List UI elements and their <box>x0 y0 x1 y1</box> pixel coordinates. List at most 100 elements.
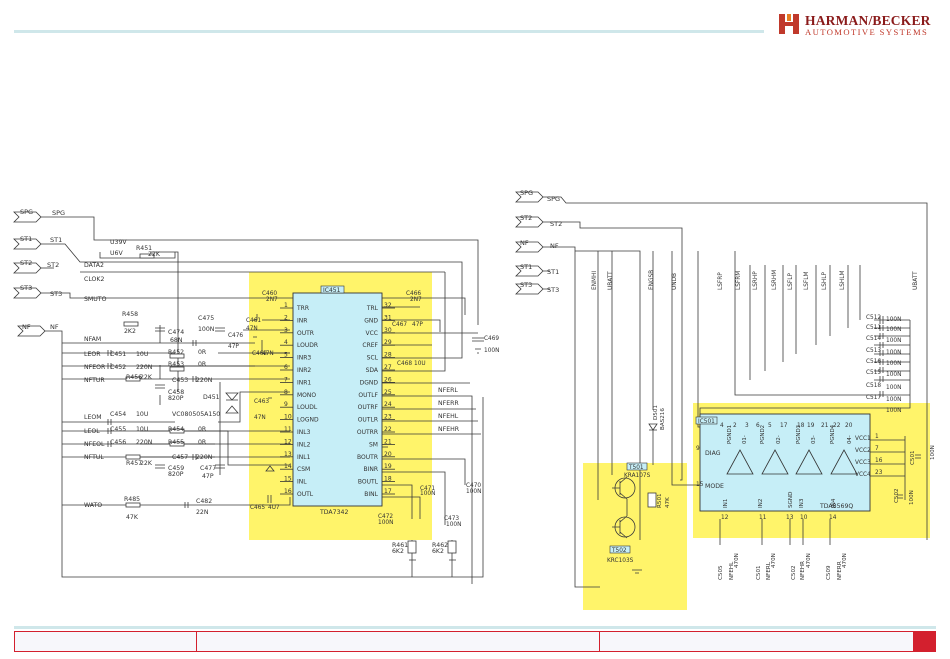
conn-label-st2: ST2 <box>520 214 532 222</box>
ic-cap-ref: C468 <box>397 361 412 367</box>
ic-cap-ref: C467 <box>392 322 407 328</box>
left-wires <box>13 211 484 584</box>
pull-res-ref: R461 <box>392 542 408 549</box>
ic501-top-label: 01- <box>742 435 748 444</box>
t501-ref-box <box>626 462 648 471</box>
ic451-pin-name: INR3 <box>297 355 311 362</box>
vertical-net-label: LSHLM <box>840 271 846 291</box>
ic451-pin-name: TRR <box>296 305 309 312</box>
ic451-pin-number: 32 <box>384 302 392 309</box>
conn-label-spg: SPG <box>520 189 533 197</box>
ic451-pin-name: BINL <box>364 491 378 498</box>
ic451-pin-name: SCL <box>367 355 379 362</box>
bypass-cap-value: 100N <box>886 385 901 391</box>
capacitor-value: 220N <box>196 454 213 461</box>
ic451-pin-name: OUTRF <box>358 404 379 411</box>
ic451-pin-number: 17 <box>384 488 392 495</box>
ic501-mode: MODE <box>705 483 724 490</box>
bypass-cap-ref: C512 <box>866 315 881 321</box>
capacitor-value: 10U <box>136 351 148 358</box>
ic501-in-label: IN4 <box>831 498 837 508</box>
ic451-pin-number: 13 <box>284 451 292 458</box>
capacitor-value: 68N <box>170 337 183 344</box>
net-nfeor: NFEOR <box>84 364 106 371</box>
ic451-pin-name: BOUTL <box>358 479 379 486</box>
vertical-net-label: UNDB <box>672 273 678 290</box>
ic451-pin-name: INL3 <box>297 429 311 436</box>
resistor-value: 0R <box>198 349 207 356</box>
c502-ref: C502 <box>894 488 900 503</box>
ic451-pin-name: OUTLR <box>358 417 378 424</box>
bypass-cap-value: 100N <box>886 327 901 333</box>
ic501-top-label: PGND4 <box>830 424 836 444</box>
footer-cell-1 <box>15 632 197 651</box>
bottom-cap-value: 470N <box>842 553 848 568</box>
footer-bar <box>14 631 936 652</box>
ic451-pin-name: LOUDL <box>297 404 318 411</box>
ic-cap-value: 47N <box>262 351 274 357</box>
ic451-pin-number: 16 <box>284 488 292 495</box>
ic451-pin-number: 31 <box>384 314 392 321</box>
ic-cap-ref: C465 <box>250 505 265 511</box>
ic501-body <box>699 413 871 512</box>
net-st2: ST2 <box>550 220 562 228</box>
r501-value: 47K <box>665 497 671 508</box>
capacitor-ref: C456 <box>110 439 126 446</box>
ic-cap-value: 47N <box>246 326 258 332</box>
ic501-mode-pin: 15 <box>696 482 704 488</box>
ic451-pin-name: INL <box>297 479 307 486</box>
net-leor: LEOR <box>84 351 101 358</box>
bottom-net-label: NFERL <box>766 561 772 580</box>
ic451-pin-number: 26 <box>384 376 392 383</box>
ic451-pin-name: VCC <box>366 330 378 337</box>
ic451-pin-name: MONO <box>297 392 316 399</box>
resistor-value: 2K2 <box>124 328 136 335</box>
bottom-net-label: C509 <box>826 565 832 580</box>
c502-value: 100N <box>909 490 915 505</box>
ic501-in-pin: 10 <box>800 515 808 521</box>
ic451-pin-number: 5 <box>284 352 288 359</box>
ic451-pin-name: OUTR <box>297 330 314 337</box>
pull-res-value: 6K2 <box>392 548 404 555</box>
t502-val: KRC103S <box>607 558 634 564</box>
ic451-pin-name: INR1 <box>297 379 311 386</box>
net-leom: LEOM <box>84 414 102 421</box>
net-spg: SPG <box>547 195 560 203</box>
vertical-net-label: ENMHI <box>592 271 598 290</box>
ic501-top-label: PGND1 <box>727 425 733 444</box>
ic501-in-label: IN3 <box>799 498 805 508</box>
vertical-net-label: ENGSB <box>649 270 655 290</box>
ic451-pin-name: LOUDR <box>297 342 318 349</box>
ic451-pin-number: 8 <box>284 389 288 396</box>
capacitor-ref: C482 <box>196 498 212 505</box>
net-spg: SPG <box>52 209 65 217</box>
ic451-pin-name: INL1 <box>297 454 311 461</box>
ic451-pin-number: 29 <box>384 339 392 346</box>
capacitor-ref: C458 <box>168 389 184 396</box>
bottom-net-label: C501 <box>756 565 762 580</box>
ic501-amps <box>726 449 858 475</box>
footer-rule <box>14 626 936 629</box>
vertical-net-label: LSFRM <box>736 271 742 290</box>
ic451-pin-number: 18 <box>384 476 392 483</box>
footer-accent <box>913 632 935 651</box>
resistor-ref: R485 <box>124 496 140 503</box>
capacitor-value: 47P <box>202 473 214 480</box>
ic451-pin-name: SM <box>369 441 378 448</box>
footer-cell-3 <box>600 632 915 651</box>
ic451-ref-box <box>320 285 345 294</box>
bypass-cap-ref: C516 <box>866 359 881 365</box>
ic-cap-value: 100N <box>446 522 461 528</box>
ic-cap-value: 47P <box>228 344 239 350</box>
ic501-vcc-label: VCC1 <box>855 436 871 442</box>
bypass-cap-ref: C513 <box>866 348 881 354</box>
capacitor-ref: C475 <box>198 315 214 322</box>
bypass-cap-ref: C515 <box>866 370 881 376</box>
conn-label-nf: NF <box>520 239 529 247</box>
capacitor-ref: C455 <box>110 426 126 433</box>
ic451-pin-number: 21 <box>384 438 392 445</box>
bottom-cap-value: 470N <box>806 553 812 568</box>
ic501-top-pin: 3 <box>745 423 749 429</box>
ic501-vcc-label: VCC3 <box>855 460 871 466</box>
bypass-cap-value: 100N <box>886 350 901 356</box>
